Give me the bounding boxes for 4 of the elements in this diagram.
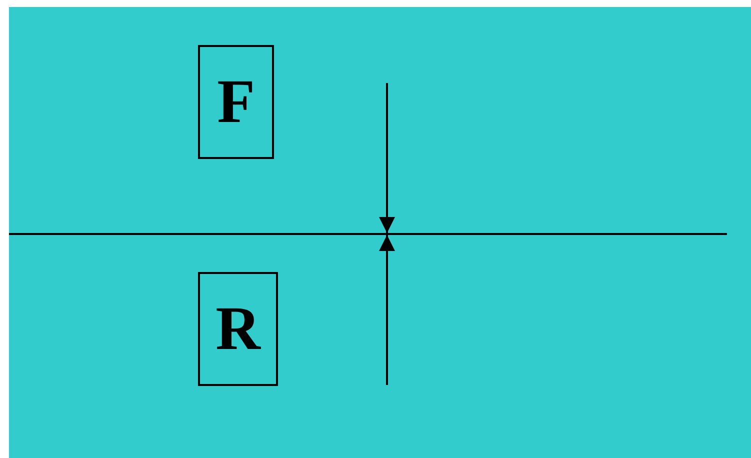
force-symbol: F: [217, 71, 255, 133]
label-box: [198, 45, 274, 159]
force-symbol: R: [216, 298, 260, 360]
label-box: [198, 272, 278, 386]
